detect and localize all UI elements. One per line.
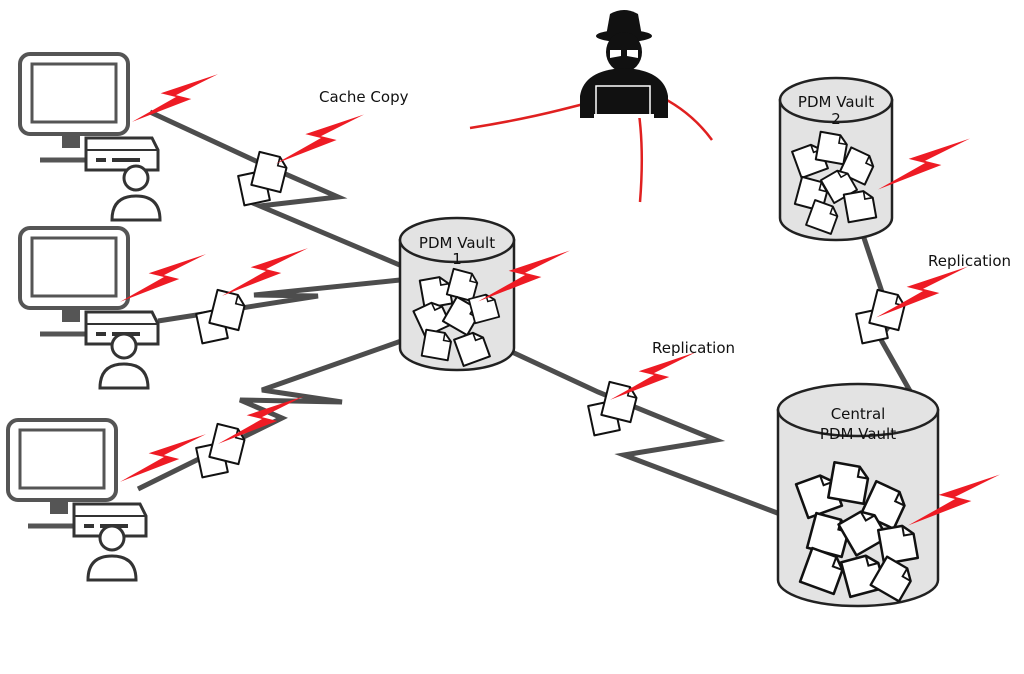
workstation-1 (20, 54, 162, 222)
document-icon (855, 288, 908, 345)
central-vault-line1: Central (831, 405, 886, 423)
vault-1: PDM Vault 1 (398, 216, 516, 372)
document-icon (195, 288, 248, 345)
wire-ws2-vault1 (157, 277, 401, 324)
workstation-3 (8, 420, 146, 582)
lightning-bolt-icon (132, 74, 218, 122)
central-vault-line2: PDM Vault (820, 425, 896, 443)
cache-copy-label: Cache Copy (319, 88, 409, 106)
lightning-bolt-icon (120, 254, 206, 302)
central-vault: Central PDM Vault (776, 382, 940, 608)
lightning-bolt-icon (610, 352, 696, 400)
wire-vault1-central (510, 349, 781, 517)
replication-label-2: Replication (928, 252, 1011, 270)
document-icon (195, 422, 248, 479)
replication-label-1: Replication (652, 339, 735, 357)
workstation-2 (20, 228, 158, 390)
computer-monitor-icon (20, 54, 158, 170)
vault-2-title: PDM Vault (798, 93, 874, 111)
computer-monitor-icon (8, 420, 146, 536)
computer-monitor-icon (20, 228, 158, 344)
document-icon (237, 150, 290, 207)
attacker (469, 10, 714, 203)
vault-2: PDM Vault 2 (778, 76, 894, 242)
vault-1-title: PDM Vault (419, 234, 495, 252)
vault-2-number: 2 (831, 110, 841, 128)
hacker-icon (580, 10, 668, 118)
vault-1-number: 1 (452, 250, 462, 268)
wire-ws3-vault1 (136, 337, 405, 492)
lightning-bolt-icon (276, 114, 364, 164)
user-icon (110, 164, 162, 222)
wire-ws1-vault1 (148, 109, 403, 269)
